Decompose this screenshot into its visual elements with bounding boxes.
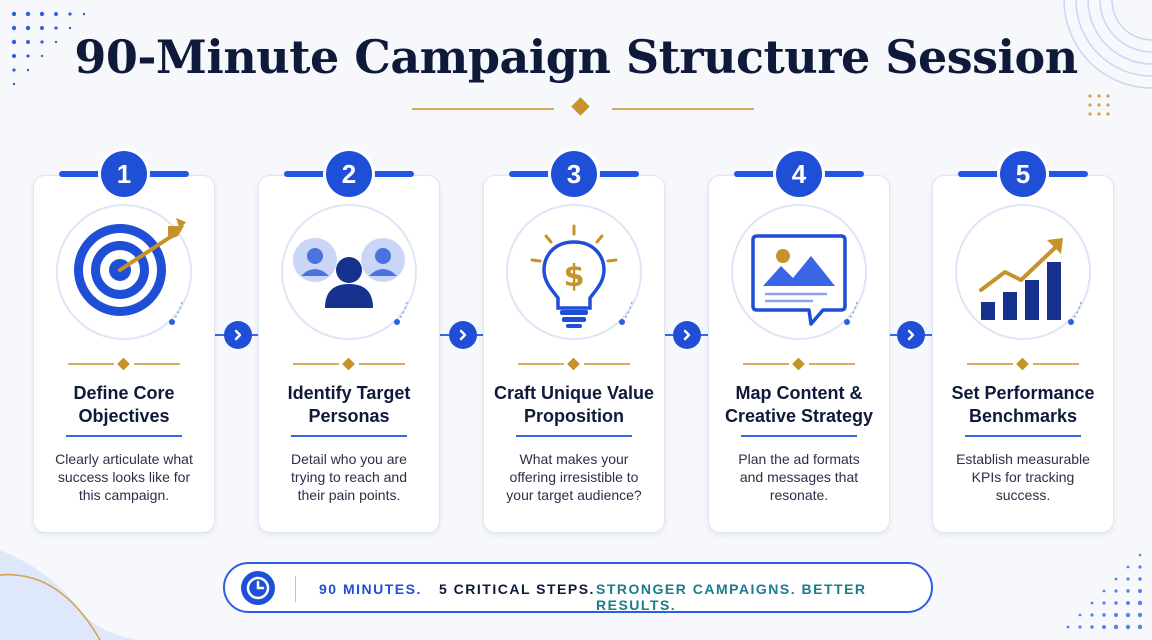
title-underline	[741, 435, 857, 437]
step-number-badge: 3	[551, 151, 597, 197]
step-number-badge: 4	[776, 151, 822, 197]
step-title: Map Content & Creative Strategy	[724, 383, 874, 426]
card-divider	[293, 358, 405, 370]
step-number-badge: 5	[1000, 151, 1046, 197]
dot-grid-decoration	[11, 11, 86, 86]
step-title: Set Performance Benchmarks	[951, 383, 1095, 426]
gold-dots-decoration	[1088, 94, 1110, 116]
step-description: Establish measurable KPIs for tracking s…	[956, 451, 1090, 503]
footer-steps: 5 CRITICAL STEPS.	[439, 581, 595, 597]
growth-chart-icon	[979, 238, 1082, 325]
card-divider	[743, 358, 855, 370]
title-underline	[291, 435, 407, 437]
step-description: What makes your offering irresistible to…	[506, 451, 642, 503]
title-underline	[516, 435, 632, 437]
card-divider	[967, 358, 1079, 370]
lightbulb-dollar-icon: $	[530, 224, 633, 328]
team-people-icon	[293, 238, 408, 325]
next-step-arrow-icon	[673, 321, 701, 349]
title-underline	[66, 435, 182, 437]
step-title: Identify Target Personas	[287, 383, 411, 426]
dot-grid-decoration-bottom	[1066, 553, 1143, 630]
card-divider	[518, 358, 630, 370]
step-number-badge: 1	[101, 151, 147, 197]
footer-tagline: STRONGER CAMPAIGNS. BETTER RESULTS.	[596, 581, 867, 613]
footer-duration: 90 MINUTES.	[319, 581, 422, 597]
icon-circle	[955, 204, 1091, 340]
step-title: Define Core Objectives	[73, 383, 175, 426]
step-description: Clearly articulate what success looks li…	[55, 451, 193, 503]
corner-wave-decoration	[0, 550, 140, 640]
footer-separator	[295, 576, 296, 602]
next-step-arrow-icon	[224, 321, 252, 349]
target-arrow-icon	[74, 218, 186, 325]
step-number-badge: 2	[326, 151, 372, 197]
next-step-arrow-icon	[897, 321, 925, 349]
step-description: Plan the ad formats and messages that re…	[738, 451, 860, 503]
card-divider	[68, 358, 180, 370]
clock-icon	[241, 571, 275, 605]
next-step-arrow-icon	[449, 321, 477, 349]
step-title: Craft Unique Value Proposition	[493, 383, 655, 426]
svg-text:$: $	[564, 259, 585, 294]
step-description: Detail who you are trying to reach and t…	[291, 451, 407, 503]
title-divider	[412, 97, 754, 116]
footer-banner: 90 MINUTES. 5 CRITICAL STEPS. STRONGER C…	[223, 562, 933, 613]
image-message-icon	[751, 234, 858, 326]
title-underline	[965, 435, 1081, 437]
page-title: 90-Minute Campaign Structure Session	[74, 30, 1078, 84]
